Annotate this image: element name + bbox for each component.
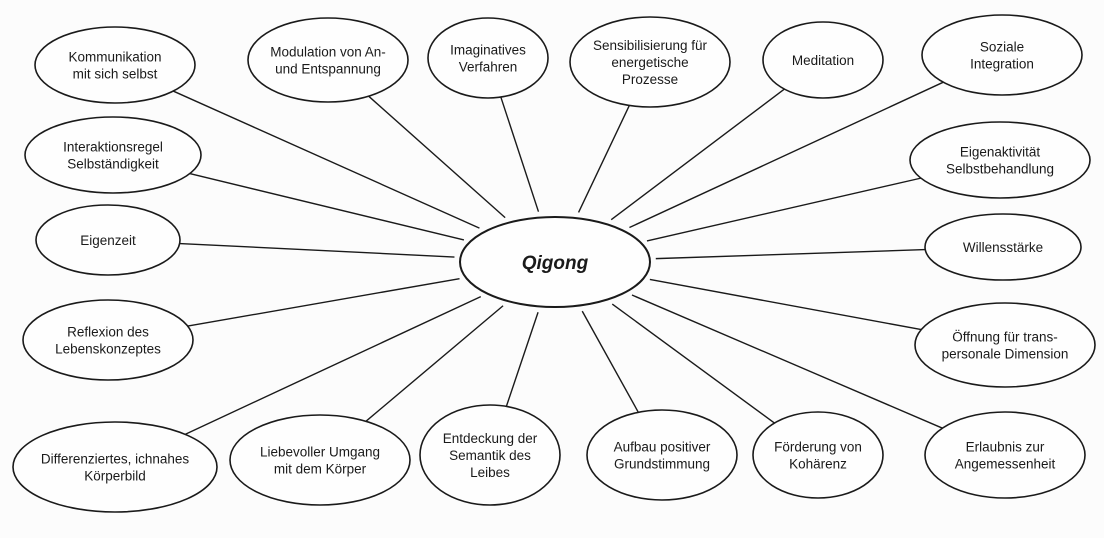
node-meditation: Meditation (762, 21, 884, 99)
connector-meditation (610, 88, 785, 221)
connector-foerderung (611, 303, 775, 424)
node-label-line: Modulation von An- (270, 45, 386, 60)
connector-eigenaktivitaet (646, 177, 922, 242)
node-ellipse (419, 404, 561, 506)
node-ellipse (229, 414, 411, 506)
connector-imaginatives (500, 96, 540, 212)
center-label: Qigong (522, 253, 589, 274)
node-label-line: Leibes (470, 465, 510, 480)
connector-sensibilisierung (577, 105, 630, 213)
node-label-line: Kohärenz (789, 457, 847, 472)
node-label-line: Meditation (792, 53, 854, 68)
node-ellipse (247, 17, 409, 103)
node-ellipse (924, 213, 1082, 281)
connector-modulation (368, 95, 506, 219)
node-label-line: Eigenzeit (80, 233, 136, 248)
node-label-line: Semantik des (449, 448, 531, 463)
node-label-line: Kommunikation (68, 50, 161, 65)
node-label-line: Aufbau positiver (614, 440, 711, 455)
node-label-line: Liebevoller Umgang (260, 445, 380, 460)
node-ellipse (924, 411, 1086, 499)
node-ellipse (762, 21, 884, 99)
node-ellipse (921, 14, 1083, 96)
node-ellipse (752, 411, 884, 499)
node-label-line: Interaktionsregel (63, 140, 163, 155)
node-label-line: Willensstärke (963, 240, 1043, 255)
node-label-line: Sensibilisierung für (593, 38, 708, 53)
node-label-line: personale Dimension (942, 347, 1069, 362)
node-label-line: Prozesse (622, 72, 678, 87)
node-label-line: Öffnung für trans- (952, 330, 1058, 345)
node-ellipse (569, 16, 731, 108)
node-label-line: Differenziertes, ichnahes (41, 452, 190, 467)
connector-eigenzeit (179, 242, 455, 258)
node-label-line: mit sich selbst (73, 67, 158, 82)
node-label-line: Lebenskonzeptes (55, 342, 161, 357)
connector-reflexion (187, 277, 460, 327)
node-willensstaerke: Willensstärke (924, 213, 1082, 281)
node-label-line: und Entspannung (275, 62, 381, 77)
node-label-line: Selbständigkeit (67, 157, 159, 172)
node-eigenzeit: Eigenzeit (35, 204, 181, 276)
node-label-line: Entdeckung der (443, 431, 538, 446)
node-label-line: Förderung von (774, 440, 862, 455)
node-label-line: Grundstimmung (614, 457, 710, 472)
node-ellipse (914, 302, 1096, 388)
node-modulation: Modulation von An-und Entspannung (247, 17, 409, 103)
center-node-qigong: Qigong (459, 216, 651, 308)
node-oeffnung: Öffnung für trans-personale Dimension (914, 302, 1096, 388)
connector-willensstaerke (655, 248, 926, 260)
node-liebevoller: Liebevoller Umgang mit dem Körper (229, 414, 411, 506)
node-ellipse (34, 26, 196, 104)
connector-oeffnung (649, 278, 922, 331)
connector-entdeckung (505, 312, 539, 407)
connector-erlaubnis (631, 294, 943, 429)
node-label-line: Eigenaktivität (960, 145, 1041, 160)
connector-kommunikation (172, 90, 480, 229)
node-ellipse (427, 17, 549, 99)
connector-liebevoller (365, 305, 504, 422)
node-label-line: Erlaubnis zur (966, 440, 1045, 455)
node-label-line: Angemessenheit (955, 457, 1056, 472)
node-label-line: energetische (611, 55, 688, 70)
node-label-line: Soziale (980, 40, 1024, 55)
connector-differenziertes (184, 295, 482, 435)
center-ellipse (459, 216, 651, 308)
node-label-line: Integration (970, 57, 1034, 72)
node-label-line: mit dem Körper (274, 462, 367, 477)
node-ellipse (24, 116, 202, 194)
connector-soziale (629, 81, 944, 229)
node-label-line: Körperbild (84, 469, 146, 484)
node-label-line: Imaginatives (450, 43, 526, 58)
node-ellipse (909, 121, 1091, 199)
node-label-line: Selbstbehandlung (946, 162, 1054, 177)
node-ellipse (22, 299, 194, 381)
connector-aufbau (581, 310, 639, 413)
node-ellipse (586, 409, 738, 501)
node-label-line: Verfahren (459, 60, 518, 75)
node-ellipse (35, 204, 181, 276)
node-label-line: Reflexion des (67, 325, 149, 340)
connector-interaktionsregel (189, 172, 465, 241)
node-ellipse (12, 421, 218, 513)
node-kommunikation: Kommunikation mit sich selbst (34, 26, 196, 104)
